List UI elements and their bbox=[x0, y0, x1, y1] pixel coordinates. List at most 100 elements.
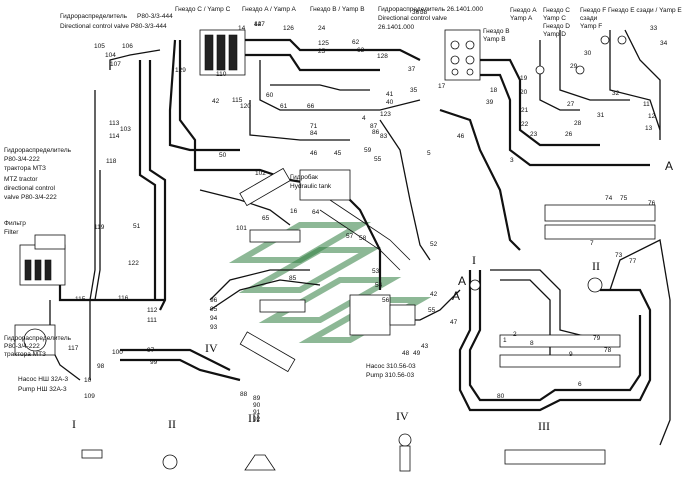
label-socket-a-r2: Yamp A bbox=[510, 15, 533, 22]
label-pump-310-ru: Насос 310.56-03 bbox=[366, 363, 416, 370]
hydraulic-tank bbox=[299, 169, 351, 201]
part-number: 86 bbox=[372, 129, 380, 136]
filter bbox=[34, 234, 66, 250]
label-pump-310-en: Pump 310.56-03 bbox=[366, 372, 414, 379]
part-number: 24 bbox=[318, 25, 326, 32]
part-number: 7 bbox=[590, 240, 594, 247]
part-number: 91 bbox=[253, 409, 261, 416]
part-number: 31 bbox=[597, 112, 605, 119]
label-pump-nsh-ru: Насос НШ 32А-3 bbox=[18, 376, 68, 383]
cylinder-rear-1 bbox=[544, 204, 656, 222]
part-number: 74 bbox=[605, 195, 613, 202]
part-number: 28 bbox=[574, 120, 582, 127]
part-number: 48 bbox=[402, 350, 410, 357]
label-roman-IV-b: IV bbox=[396, 409, 409, 423]
part-number: 85 bbox=[289, 275, 297, 282]
label-socket-a-top: Гнездо A / Yamp A bbox=[242, 6, 296, 13]
part-number: 80 bbox=[497, 393, 505, 400]
label-p80-222-en1: MTZ tractor bbox=[4, 176, 38, 183]
part-number: 47 bbox=[450, 319, 458, 326]
label-view-a1: A bbox=[665, 159, 673, 173]
part-number: 104 bbox=[105, 52, 116, 59]
label-socket-f-r1: Гнездо F bbox=[580, 7, 606, 14]
label-socket-d-r1: Гнездо D bbox=[543, 23, 570, 30]
part-number: 46 bbox=[457, 133, 465, 140]
label-p80-222-ru3-b: трактора МТЗ bbox=[4, 351, 46, 358]
part-number: 16 bbox=[290, 208, 298, 215]
label-socket-c-r1: Гнездо C bbox=[543, 7, 570, 14]
part-number: 116 bbox=[118, 295, 129, 302]
label-socket-a-r1: Гнездо A bbox=[510, 7, 537, 14]
part-number: 46 bbox=[310, 150, 318, 157]
detail-II-part bbox=[162, 454, 178, 470]
detail-III-bottom bbox=[504, 449, 606, 465]
part-number: 11 bbox=[643, 101, 650, 108]
label-p80-444-ru: Гидрораспределитель bbox=[60, 13, 128, 20]
part-number: 76 bbox=[648, 200, 656, 207]
part-number: 89 bbox=[253, 395, 261, 402]
part-number: 101 bbox=[236, 225, 247, 232]
label-dcv-26-en1: Directional control valve bbox=[378, 15, 447, 22]
part-number: 60 bbox=[266, 92, 274, 99]
part-number: 27 bbox=[567, 101, 575, 108]
part-number: 115 bbox=[75, 296, 86, 303]
part-number: 3 bbox=[510, 157, 514, 164]
part-number: 19 bbox=[520, 75, 528, 82]
part-number: 35 bbox=[410, 87, 418, 94]
part-number: 105 bbox=[94, 43, 105, 50]
part-number: 95 bbox=[210, 306, 218, 313]
part-number: 42 bbox=[430, 291, 438, 298]
part-number: 45 bbox=[334, 150, 342, 157]
part-number: 83 bbox=[380, 133, 388, 140]
part-number: 41 bbox=[386, 91, 394, 98]
part-number: 122 bbox=[128, 260, 139, 267]
components bbox=[14, 29, 656, 472]
detail-III-part bbox=[244, 454, 276, 471]
part-number: 20 bbox=[520, 89, 528, 96]
label-tank-ru: Гидробак bbox=[290, 173, 318, 181]
labels: Гидрораспределитель Р80-3/3-444 Directio… bbox=[4, 6, 682, 433]
label-view-a3: A bbox=[458, 274, 466, 288]
part-number: 22 bbox=[521, 121, 529, 128]
part-number: 52 bbox=[430, 241, 438, 248]
cylinder-2 bbox=[249, 229, 301, 243]
part-number: 84 bbox=[310, 130, 318, 137]
part-number: 129 bbox=[175, 67, 186, 74]
part-number: 114 bbox=[109, 133, 120, 140]
label-roman-I-b: I bbox=[72, 417, 76, 431]
part-number: 49 bbox=[413, 350, 421, 357]
label-roman-I: I bbox=[472, 253, 476, 267]
part-number: 30 bbox=[584, 50, 592, 57]
part-number: 18 bbox=[490, 87, 498, 94]
part-number: 96 bbox=[210, 297, 218, 304]
part-number: 73 bbox=[615, 252, 623, 259]
part-number: 23 bbox=[530, 131, 538, 138]
part-number: 9 bbox=[569, 351, 573, 358]
label-socket-e: Гнездо E сзади / Yamp E bbox=[608, 7, 682, 14]
part-number: 10 bbox=[84, 377, 92, 384]
part-number: 126 bbox=[283, 25, 294, 32]
part-number: 33 bbox=[650, 25, 658, 32]
part-number: 5 bbox=[427, 150, 431, 157]
part-number: 125 bbox=[318, 40, 329, 47]
part-number: 32 bbox=[612, 90, 620, 97]
part-number: 21 bbox=[521, 107, 529, 114]
part-number: 53 bbox=[372, 268, 380, 275]
part-number: 34 bbox=[660, 40, 668, 47]
detail-I-part bbox=[81, 449, 103, 459]
part-number: 25 bbox=[318, 48, 326, 55]
cylinder-bottom-1 bbox=[499, 334, 621, 348]
part-number: 29 bbox=[570, 63, 578, 70]
label-roman-II: II bbox=[592, 259, 600, 273]
label-roman-III-b: III bbox=[248, 411, 260, 425]
part-number: 42 bbox=[212, 98, 220, 105]
part-number: 64 bbox=[312, 209, 320, 216]
label-dcv-26-en2: 26.1401.000 bbox=[378, 24, 415, 31]
label-pump-nsh-en: Pump НШ 32А-3 bbox=[18, 386, 67, 393]
label-socket-b-r1: Гнездо B bbox=[483, 28, 510, 35]
label-socket-f-r2: сзади bbox=[580, 15, 598, 22]
part-number: 37 bbox=[408, 66, 416, 73]
label-p80-222-en2: directional control bbox=[4, 185, 55, 192]
part-number: 1 bbox=[503, 337, 507, 344]
